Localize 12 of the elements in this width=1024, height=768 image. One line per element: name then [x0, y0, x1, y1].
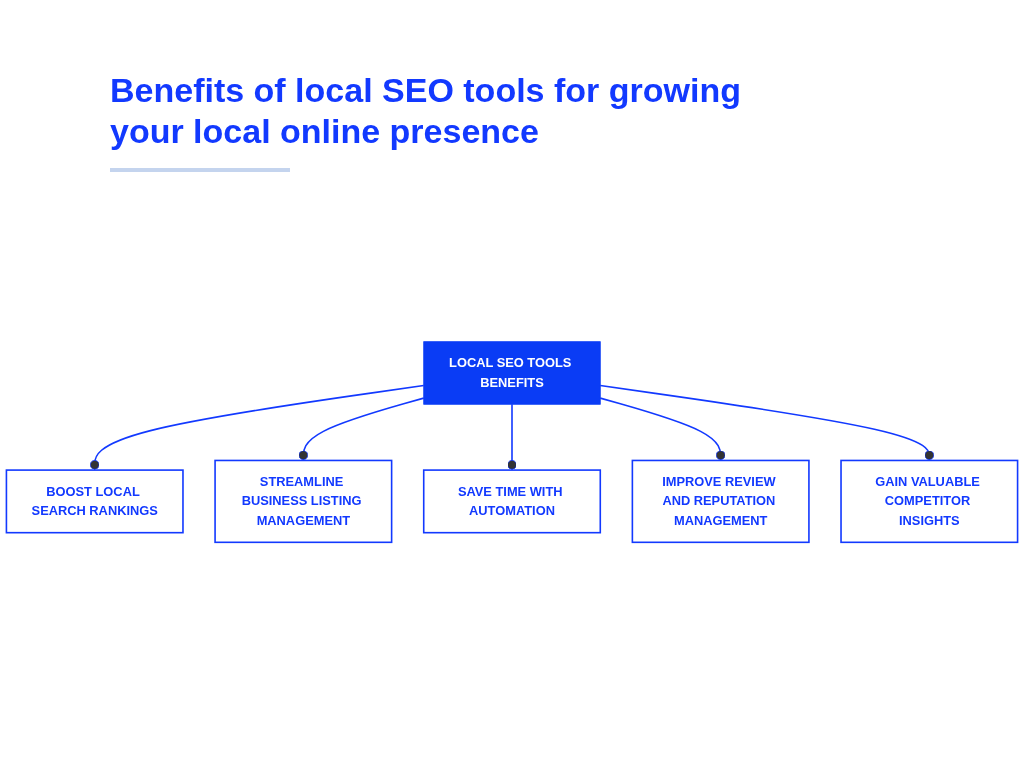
connector: [599, 384, 935, 461]
connector: [298, 396, 425, 461]
connector: [507, 403, 517, 471]
connector: [89, 384, 425, 471]
node-box: BOOST LOCAL SEARCH RANKINGS: [5, 468, 184, 534]
connector: [599, 396, 726, 461]
node-box: STREAMLINE BUSINESS LISTING MANAGEMENT: [214, 459, 393, 543]
diagram-title: Benefits of local SEO tools for growing your local online presence: [110, 70, 742, 152]
node-box: LOCAL SEO TOOLS BENEFITS: [423, 340, 601, 405]
node-box: GAIN VALUABLE COMPETITOR INSIGHTS: [840, 459, 1019, 543]
node-box: IMPROVE REVIEW AND REPUTATION MANAGEMENT: [631, 459, 810, 543]
node-box: SAVE TIME WITH AUTOMATION: [422, 468, 602, 534]
